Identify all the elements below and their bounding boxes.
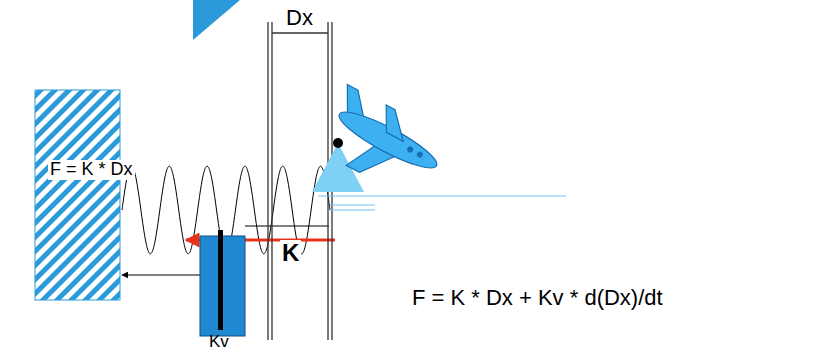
airplane bbox=[314, 84, 451, 203]
formula-label: F = K * Dx + Kv * d(Dx)/dt bbox=[410, 286, 665, 310]
damper-piston bbox=[218, 230, 223, 330]
damper-label: Kv bbox=[207, 333, 231, 352]
pivot-dot bbox=[333, 138, 343, 148]
ground-lines bbox=[318, 196, 566, 210]
damper-link bbox=[122, 275, 200, 276]
corner-shape bbox=[193, 0, 240, 40]
wall bbox=[35, 90, 120, 300]
spring-force-label: F = K * Dx bbox=[48, 160, 135, 180]
damper-rod bbox=[245, 226, 329, 227]
stiffness-label: K bbox=[280, 240, 301, 266]
dimension-label: Dx bbox=[284, 6, 315, 30]
